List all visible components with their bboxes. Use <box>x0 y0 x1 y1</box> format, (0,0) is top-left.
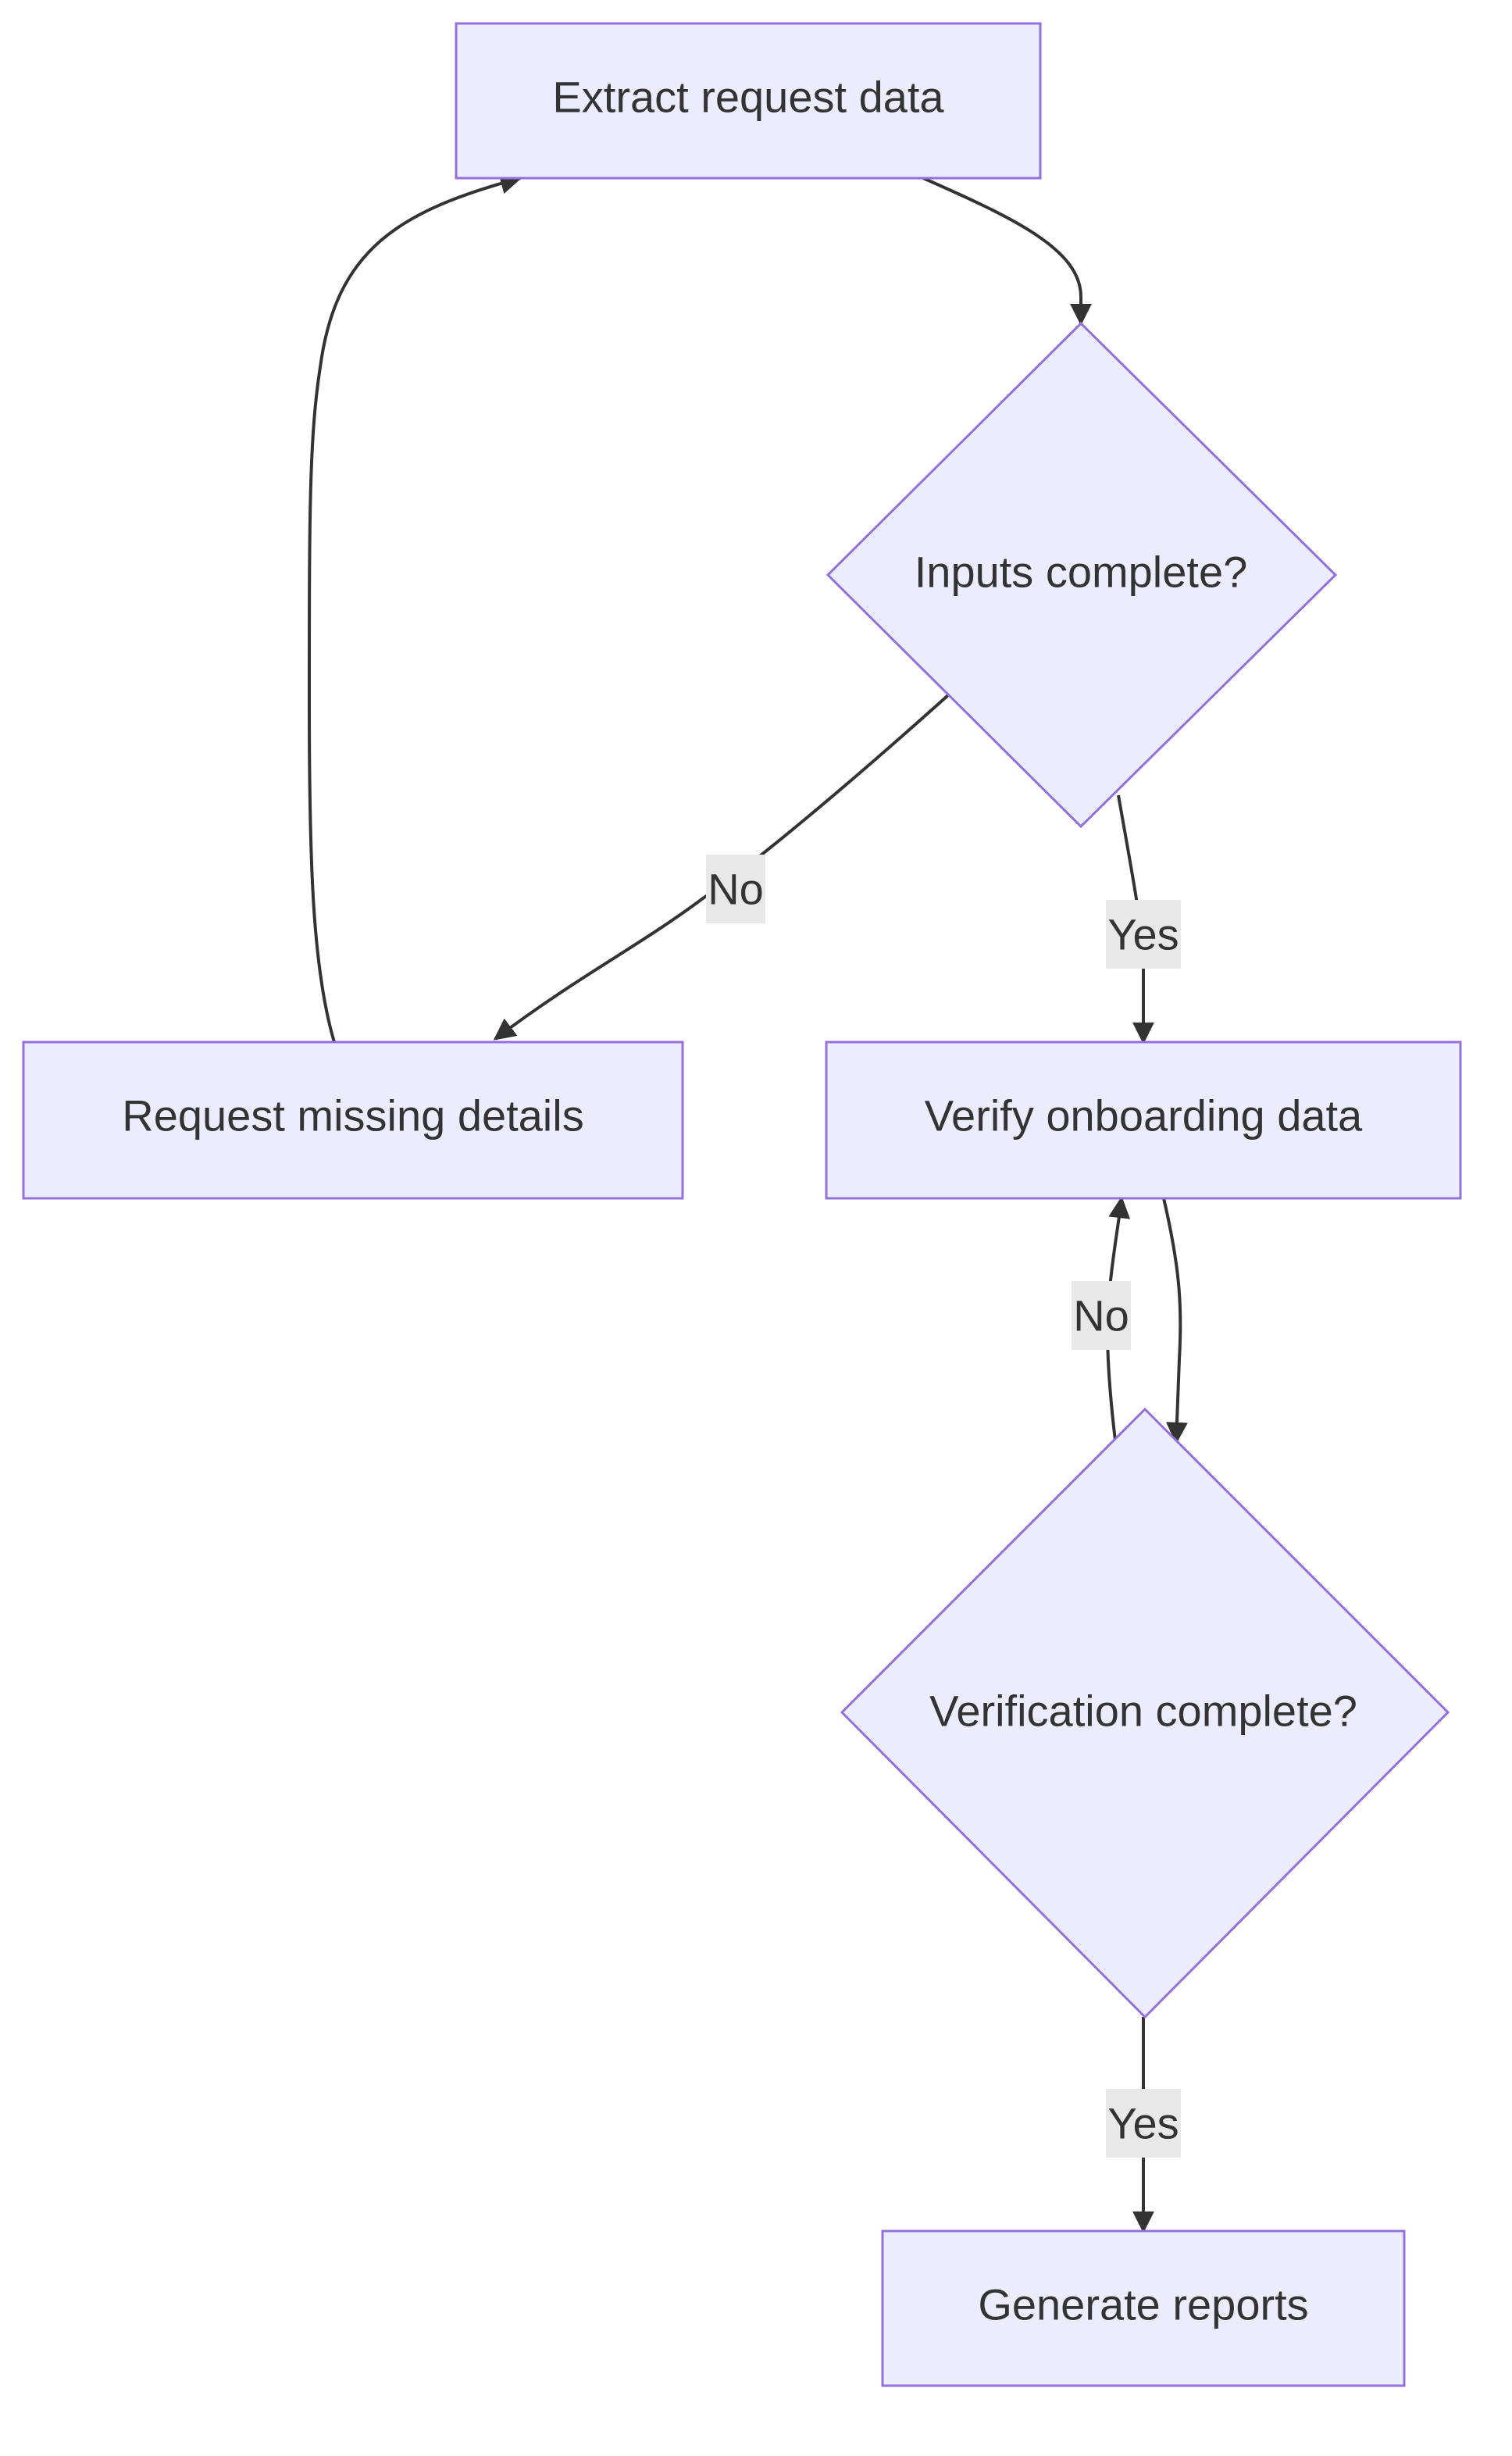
node-generate-reports: Generate reports <box>881 2229 1406 2387</box>
edge-extract-to-inputs <box>922 177 1092 326</box>
edge-verify-to-check <box>1162 1198 1188 1444</box>
edge-label-text: Yes <box>1107 2099 1179 2148</box>
edge-label-inputs-no: No <box>706 855 765 923</box>
node-label: Extract request data <box>552 73 944 122</box>
edge-missing-to-extract <box>307 173 522 1043</box>
node-label: Generate reports <box>978 2280 1308 2329</box>
edge-label-verification-no: No <box>1072 1281 1131 1350</box>
edge-label-text: No <box>708 865 764 914</box>
node-label: Request missing details <box>122 1091 583 1141</box>
node-verification-complete: Verification complete? <box>840 1407 1450 2019</box>
edge-label-text: No <box>1073 1291 1129 1340</box>
edge-label-verification-yes: Yes <box>1106 2089 1181 2158</box>
edge-label-text: Yes <box>1107 910 1179 959</box>
node-label: Inputs complete? <box>915 548 1247 597</box>
node-extract-request-data: Extract request data <box>455 22 1042 180</box>
edge-label-inputs-yes: Yes <box>1106 900 1181 969</box>
node-verify-onboarding-data: Verify onboarding data <box>825 1041 1462 1200</box>
node-request-missing-details: Request missing details <box>22 1041 684 1200</box>
node-label: Verify onboarding data <box>925 1091 1363 1141</box>
node-inputs-complete: Inputs complete? <box>826 321 1338 829</box>
node-label: Verification complete? <box>929 1687 1357 1736</box>
